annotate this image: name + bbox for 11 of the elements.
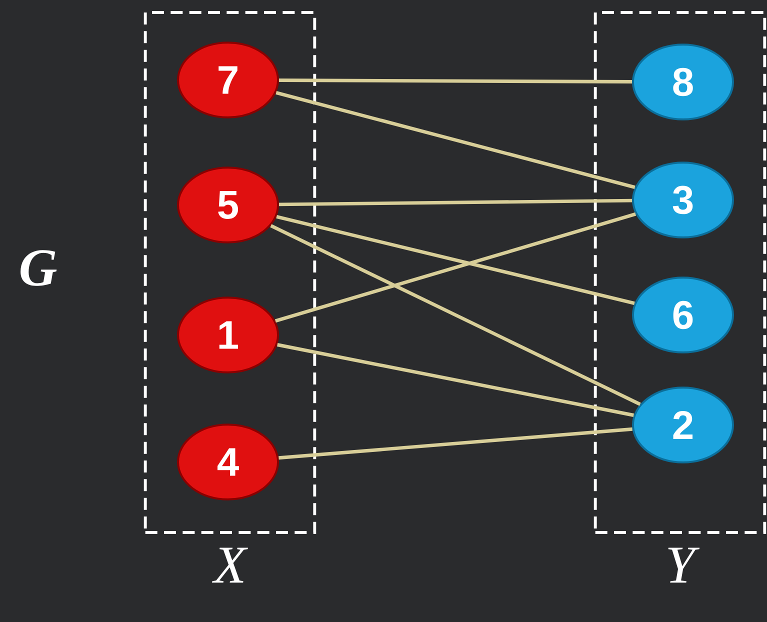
edge-line	[276, 343, 634, 417]
edge-line	[278, 427, 632, 460]
graph-label: G	[20, 250, 57, 286]
node-label: Y	[668, 548, 700, 583]
edge-line	[276, 215, 635, 305]
edge-line	[279, 78, 632, 84]
edge-line	[270, 224, 641, 406]
edge-line	[274, 212, 636, 323]
edge-line	[278, 198, 632, 206]
edge-line	[276, 91, 636, 189]
node-label: X	[212, 548, 248, 583]
